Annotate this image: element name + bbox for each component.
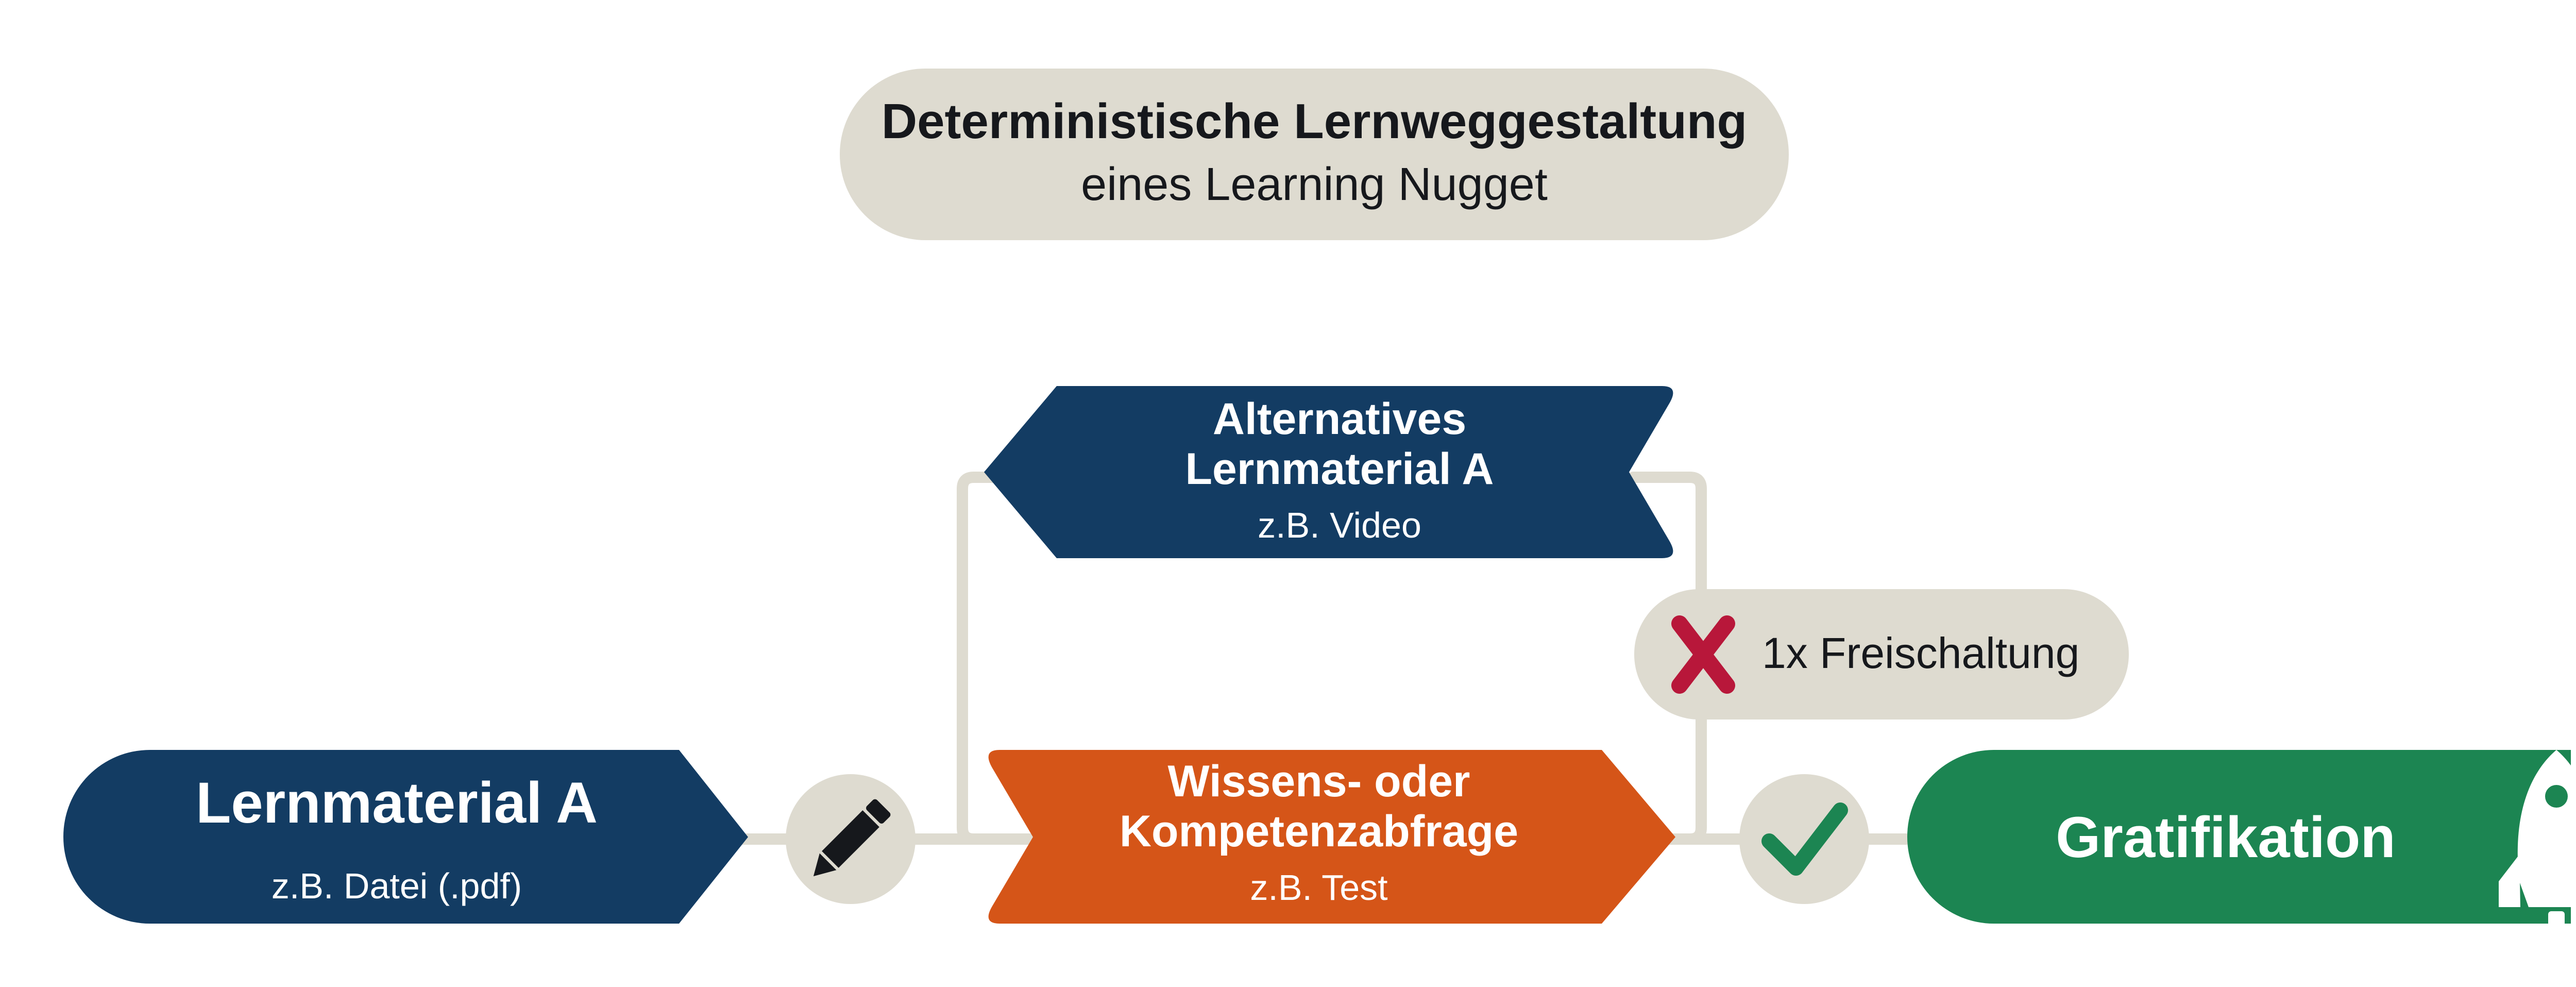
freischaltung-pill — [1634, 589, 2129, 720]
title-line2: eines Learning Nugget — [1081, 159, 1548, 210]
pencil-icon — [813, 799, 891, 877]
abfrage-example: z.B. Test — [1250, 867, 1388, 908]
alternativ-title-line2: Lernmaterial A — [1185, 444, 1494, 494]
abfrage-title-line1: Wissens- oder — [1167, 757, 1470, 806]
lernmaterial-title: Lernmaterial A — [195, 771, 598, 835]
lernmaterial-example: z.B. Datei (.pdf) — [271, 866, 522, 906]
check-circle[interactable] — [1739, 774, 1869, 904]
freischaltung-label: 1x Freischaltung — [1762, 629, 2080, 677]
gratifikation-node-shape[interactable] — [1907, 750, 2571, 924]
abfrage-node-shape[interactable] — [988, 750, 1675, 924]
title-line1: Deterministische Lernweggestaltung — [881, 94, 1748, 149]
branch-line-to-alternative — [957, 472, 1005, 845]
lernmaterial-node-shape[interactable] — [63, 750, 748, 924]
abfrage-title-line2: Kompetenzabfrage — [1119, 807, 1519, 856]
alternativ-example: z.B. Video — [1258, 505, 1421, 545]
rocket-window — [2545, 785, 2568, 808]
alternativ-title-line1: Alternatives — [1212, 394, 1467, 444]
title-pill — [840, 69, 1789, 240]
x-mark-icon — [1671, 615, 1735, 694]
alternativ-node-shape[interactable] — [984, 386, 1673, 558]
gratifikation-title: Gratifikation — [2056, 805, 2396, 869]
check-icon — [1761, 802, 1848, 876]
